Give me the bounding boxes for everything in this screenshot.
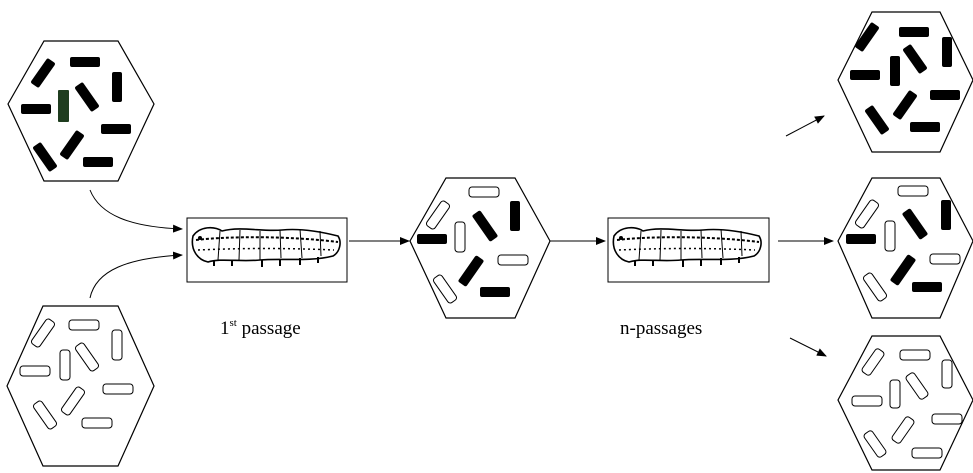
rod-group xyxy=(846,185,961,302)
host-box-n xyxy=(607,217,770,283)
arrow-to-outcome-top xyxy=(785,115,825,137)
first-passage-number: 1 xyxy=(220,318,230,339)
hexagon-outcome-mixed xyxy=(837,177,973,319)
rod-group xyxy=(850,22,960,135)
rod-group xyxy=(851,348,963,459)
first-passage-text: passage xyxy=(236,318,301,339)
n-passages-label: n-passages xyxy=(620,318,703,339)
first-passage-label: 1st passage xyxy=(220,318,301,340)
hexagon-input-dark xyxy=(7,40,155,182)
rod-group xyxy=(19,318,134,430)
marked-rod xyxy=(58,90,69,122)
hexagon-mixed-after-first-passage xyxy=(409,177,551,319)
hexagon-input-light xyxy=(6,305,155,467)
rod-group xyxy=(417,186,529,304)
caterpillar-icon xyxy=(612,226,762,267)
arrow-to-outcome-bottom xyxy=(789,337,827,357)
rod-group xyxy=(21,57,131,172)
hexagon-outcome-dark xyxy=(837,11,973,153)
hexagon-outcome-light xyxy=(837,335,973,471)
first-passage-superscript: st xyxy=(229,317,237,329)
host-box-first xyxy=(186,217,348,283)
arrow-light-to-host xyxy=(89,251,183,299)
arrow-dark-to-host xyxy=(89,189,183,233)
caterpillar-icon xyxy=(191,226,341,267)
